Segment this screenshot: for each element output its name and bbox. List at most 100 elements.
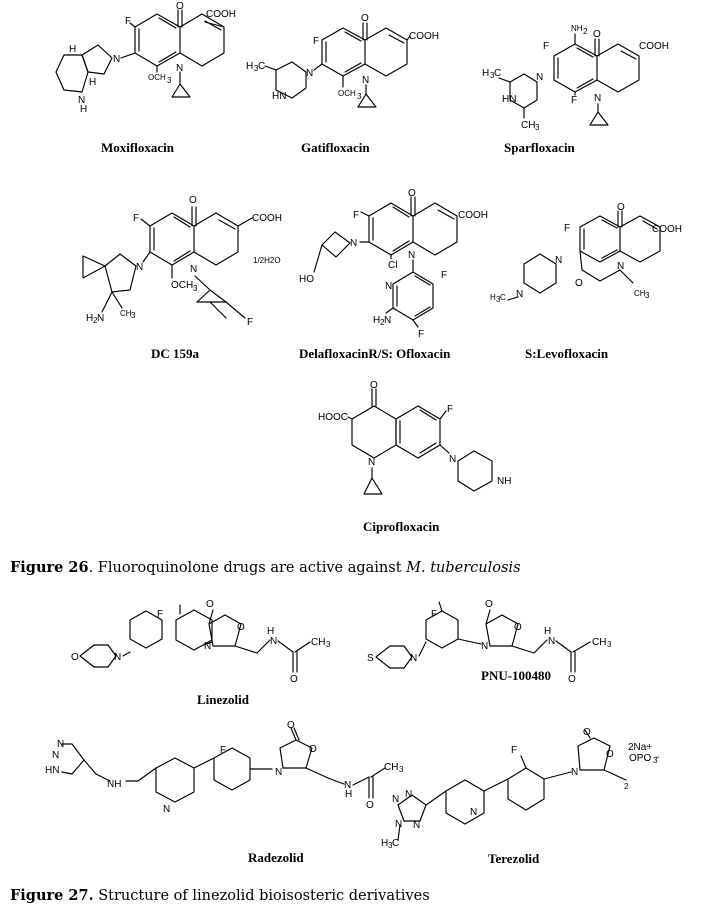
compound-label-moxifloxacin: Moxifloxacin xyxy=(101,140,174,155)
svg-text:F: F xyxy=(511,745,517,756)
figure26-caption: Figure 26. Fluoroquinolone drugs are act… xyxy=(10,559,521,576)
figure26-label: Figure 26 xyxy=(10,559,89,576)
svg-text:O: O xyxy=(361,13,369,24)
figure27-label: Figure 27. xyxy=(10,887,94,904)
svg-text:N: N xyxy=(270,636,277,647)
svg-text:C: C xyxy=(392,838,399,849)
svg-text:NH: NH xyxy=(571,24,583,33)
svg-text:O: O xyxy=(237,622,245,633)
compound-label-levofloxacin: S:Levofloxacin xyxy=(525,346,609,361)
svg-text:-: - xyxy=(656,752,659,763)
svg-text:O: O xyxy=(309,744,317,755)
svg-text:F: F xyxy=(353,210,359,221)
svg-text:H: H xyxy=(86,313,93,324)
svg-text:N: N xyxy=(136,262,143,273)
svg-text:N: N xyxy=(516,289,523,300)
svg-text:Cl: Cl xyxy=(388,260,397,271)
svg-text:F: F xyxy=(313,36,319,47)
svg-text:H: H xyxy=(80,104,87,115)
svg-text:N: N xyxy=(470,807,477,818)
ciprofloxacin-structure: O HOOC F N N NH xyxy=(318,380,511,495)
svg-text:CH: CH xyxy=(592,637,606,648)
svg-text:N: N xyxy=(190,264,197,275)
svg-text:N: N xyxy=(548,636,555,647)
svg-text:CH: CH xyxy=(634,289,646,298)
svg-text:N: N xyxy=(594,93,601,104)
svg-text:O: O xyxy=(606,749,614,760)
terezolid-salt-label: 2Na+ xyxy=(628,742,652,753)
svg-text:C: C xyxy=(500,293,506,302)
svg-text:F: F xyxy=(133,213,139,224)
svg-text:N: N xyxy=(176,63,183,74)
svg-text:3: 3 xyxy=(490,71,495,80)
svg-text:CH: CH xyxy=(521,120,535,131)
svg-text:HO: HO xyxy=(299,274,314,285)
svg-text:N: N xyxy=(57,739,64,750)
svg-text:O: O xyxy=(287,720,295,731)
compound-label-pnu100480: PNU-100480 xyxy=(481,668,552,683)
svg-text:O: O xyxy=(568,674,576,685)
svg-text:O: O xyxy=(290,674,298,685)
svg-text:3: 3 xyxy=(535,123,540,132)
svg-text:F: F xyxy=(447,404,453,415)
svg-text:F: F xyxy=(571,95,577,106)
svg-text:O: O xyxy=(71,652,79,663)
svg-text:HN: HN xyxy=(45,765,59,776)
svg-text:3: 3 xyxy=(357,92,362,101)
svg-text:S: S xyxy=(367,653,374,664)
svg-text:O: O xyxy=(617,202,625,213)
svg-text:H: H xyxy=(490,293,496,302)
svg-text:3: 3 xyxy=(326,640,331,649)
compound-label-radezolid: Radezolid xyxy=(248,850,304,865)
svg-text:3: 3 xyxy=(607,640,612,649)
svg-text:N: N xyxy=(571,767,578,778)
compound-label-ciprofloxacin: Ciprofloxacin xyxy=(363,519,440,534)
svg-text:O: O xyxy=(370,380,378,391)
svg-text:N: N xyxy=(275,767,282,778)
svg-text:OCH: OCH xyxy=(338,89,356,98)
svg-text:OPO: OPO xyxy=(629,753,651,764)
svg-text:COOH: COOH xyxy=(206,9,236,20)
compound-label-dc159a: DC 159a xyxy=(151,346,200,361)
svg-text:F: F xyxy=(441,270,447,281)
svg-text:O: O xyxy=(593,29,601,40)
svg-text:NH: NH xyxy=(497,476,511,487)
svg-text:H: H xyxy=(482,68,489,79)
svg-text:H: H xyxy=(89,77,96,88)
svg-text:F: F xyxy=(220,745,226,756)
svg-text:O: O xyxy=(575,278,583,289)
svg-text:O: O xyxy=(189,195,197,206)
svg-text:CH: CH xyxy=(120,309,132,318)
svg-text:N: N xyxy=(114,652,121,663)
svg-text:2: 2 xyxy=(583,27,588,36)
compound-label-sparfloxacin: Sparfloxacin xyxy=(504,140,575,155)
svg-text:HN: HN xyxy=(272,91,286,102)
svg-text:N: N xyxy=(368,457,375,468)
svg-text:H: H xyxy=(373,315,380,326)
figure27-caption: Figure 27. Structure of linezolid bioiso… xyxy=(10,887,430,904)
svg-text:NH: NH xyxy=(107,779,121,790)
svg-text:N: N xyxy=(344,780,351,791)
svg-text:3: 3 xyxy=(653,756,658,765)
compound-label-linezolid: Linezolid xyxy=(197,692,250,707)
svg-text:H: H xyxy=(267,626,274,637)
svg-text:N: N xyxy=(385,281,392,292)
svg-text:N: N xyxy=(362,75,369,86)
svg-text:C: C xyxy=(258,61,265,72)
svg-text:2: 2 xyxy=(624,782,629,791)
svg-text:O: O xyxy=(408,188,416,199)
svg-text:3: 3 xyxy=(254,64,259,73)
svg-text:N: N xyxy=(410,653,417,664)
svg-text:H: H xyxy=(69,44,76,55)
svg-text:3: 3 xyxy=(131,311,136,320)
svg-text:3: 3 xyxy=(645,291,650,300)
svg-text:COOH: COOH xyxy=(652,224,682,235)
